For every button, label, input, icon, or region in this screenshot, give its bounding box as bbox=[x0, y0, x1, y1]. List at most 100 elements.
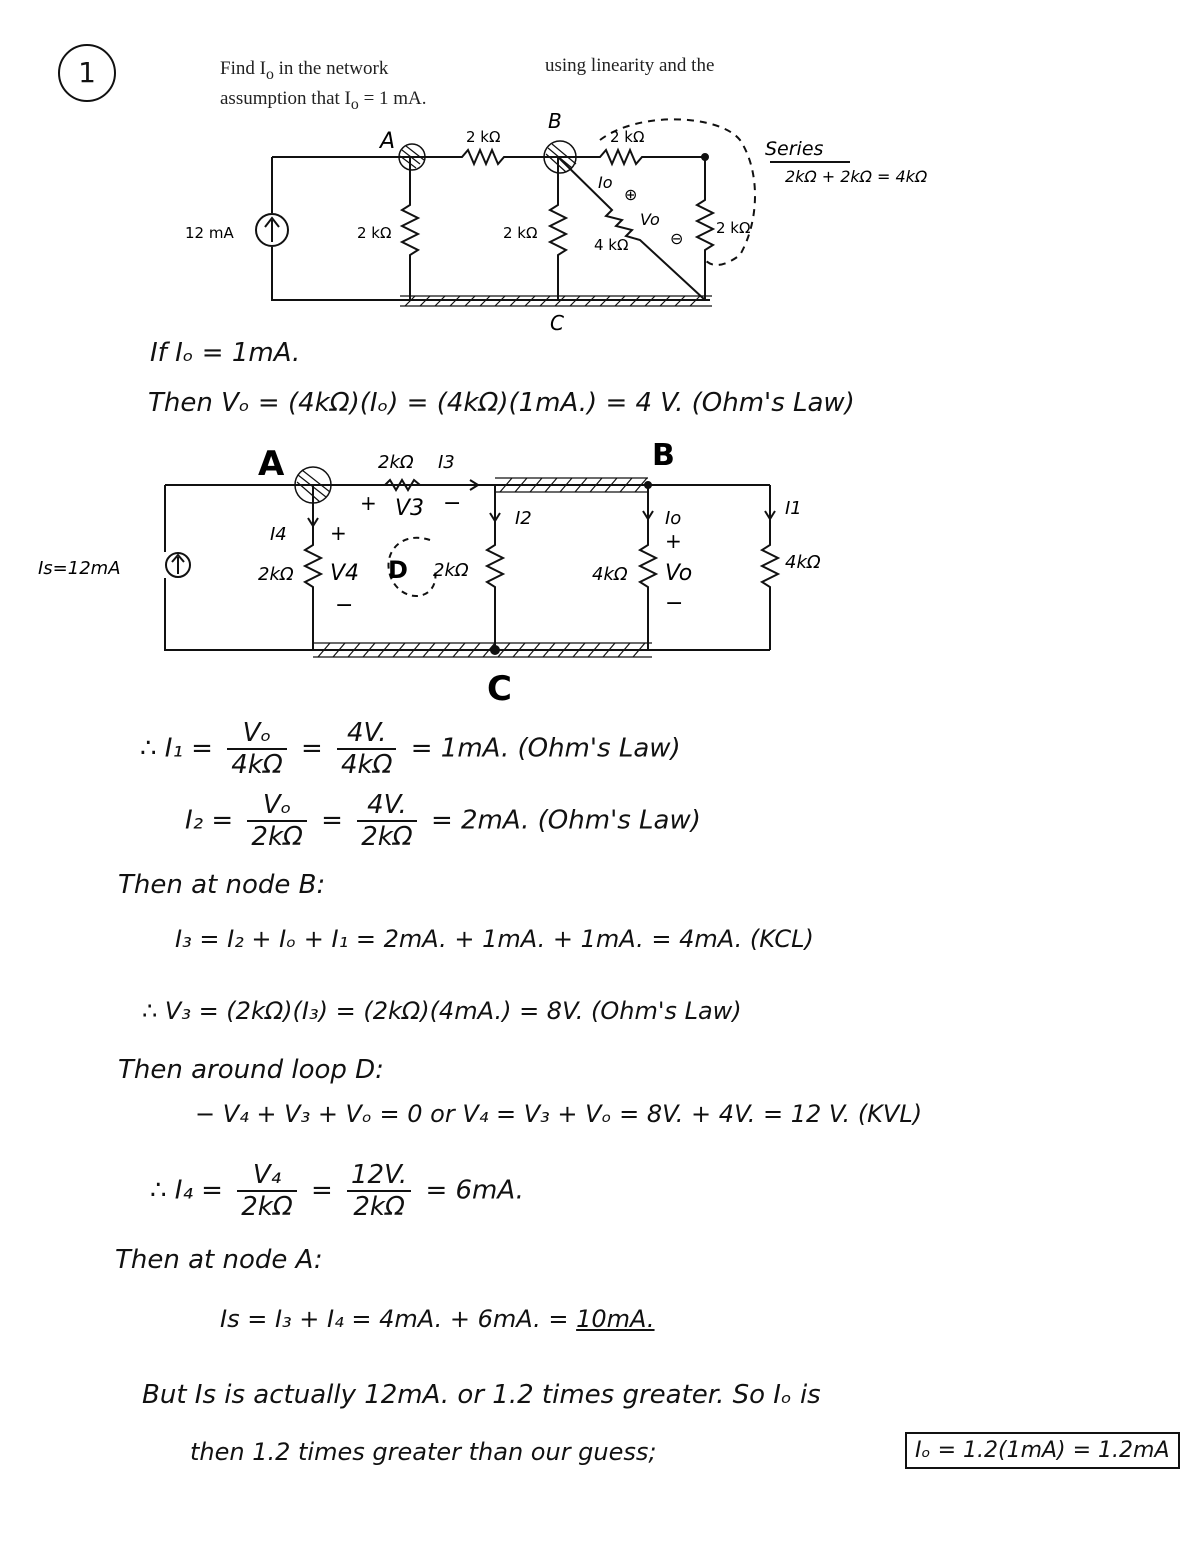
kcl-node-a: Is = I₃ + I₄ = 4mA. + 6mA. = 10mA. bbox=[220, 1305, 655, 1333]
eq-i2-n1: Vₒ bbox=[247, 790, 307, 822]
eq-i1-prefix: ∴ I₁ = bbox=[140, 733, 213, 764]
node-c-label: C bbox=[550, 311, 564, 335]
node-b-label: B bbox=[548, 109, 562, 133]
final-answer-box: Iₒ = 1.2(1mA) = 1.2mA bbox=[905, 1432, 1180, 1469]
eq-i4-result: = 6mA. bbox=[425, 1175, 524, 1206]
problem-sub-o-2: o bbox=[350, 95, 359, 113]
v3-minus: − bbox=[443, 491, 461, 516]
node-b-heading: Then at node B: bbox=[118, 870, 326, 900]
current-arrow-icon-2 bbox=[171, 553, 185, 574]
node-a-hatch bbox=[398, 143, 426, 171]
circuit-diagram-2: A B C Is=12mA 2kΩ I3 + V3 − I4 + 2kΩ V4 … bbox=[38, 438, 821, 709]
eq-i2-result: = 2mA. (Ohm's Law) bbox=[430, 805, 701, 836]
resistor-2k-top bbox=[384, 478, 421, 492]
resistor-2k-ab bbox=[410, 147, 558, 167]
vo2-minus: − bbox=[665, 591, 683, 616]
eq-i4-d2: 2kΩ bbox=[353, 1192, 405, 1222]
problem-line-1: Find Io in the network bbox=[220, 58, 388, 84]
conclusion-line-1: But Is is actually 12mA. or 1.2 times gr… bbox=[142, 1380, 821, 1410]
problem-text-b: in the network bbox=[273, 58, 389, 79]
eq-i1-d1: 4kΩ bbox=[231, 750, 283, 780]
loop-d-dashed bbox=[387, 536, 437, 597]
eq-i2-n2: 4V. bbox=[357, 790, 417, 822]
eq-i1-frac2: 4V.4kΩ bbox=[337, 718, 397, 780]
i3-arrow-icon bbox=[440, 479, 480, 491]
eq-i4-frac2: 12V.2kΩ bbox=[347, 1160, 412, 1222]
resistor-4k-diagonal bbox=[557, 156, 706, 301]
v3-equation: ∴ V₃ = (2kΩ)(I₃) = (2kΩ)(4mA.) = 8V. (Oh… bbox=[142, 997, 742, 1025]
problem-line-1c: using linearity and the bbox=[545, 55, 714, 77]
problem-sub-o: o bbox=[265, 65, 274, 83]
v4-plus: + bbox=[330, 521, 347, 545]
kcl-node-b: I₃ = I₂ + Iₒ + I₁ = 2mA. + 1mA. + 1mA. =… bbox=[175, 925, 814, 953]
r-right-label: 2 kΩ bbox=[716, 219, 750, 237]
i2-arrow-icon bbox=[489, 495, 501, 523]
step-if: If Iₒ = 1mA. bbox=[150, 338, 301, 368]
vo2-label: Vo bbox=[665, 561, 692, 586]
current-source-12ma bbox=[255, 213, 289, 247]
vo2-plus: + bbox=[665, 529, 682, 553]
v3-plus: + bbox=[360, 491, 377, 515]
v4-label: V4 bbox=[330, 561, 359, 586]
eq-i4-d1: 2kΩ bbox=[241, 1192, 293, 1222]
problem-line-2: assumption that Io = 1 mA. bbox=[220, 88, 427, 114]
bottom-wire bbox=[164, 578, 770, 651]
is-label: Is=12mA bbox=[38, 558, 121, 579]
current-arrow-icon bbox=[264, 216, 280, 242]
eq-i4-n2: 12V. bbox=[347, 1160, 412, 1192]
node-a-label: A bbox=[378, 129, 395, 154]
eq-i2-eq: = bbox=[321, 805, 343, 836]
series-dashed-loop bbox=[599, 118, 756, 266]
io2-label: Io bbox=[665, 508, 681, 529]
io-arrow-icon bbox=[642, 495, 654, 521]
eq-i1-n2: 4V. bbox=[337, 718, 397, 750]
resistor-2k-b bbox=[547, 157, 569, 300]
kcl-node-a-left: Is = I₃ + I₄ = 4mA. + 6mA. = bbox=[220, 1305, 577, 1333]
r-a2-label: 2kΩ bbox=[258, 564, 294, 585]
i2-label: I2 bbox=[515, 508, 532, 529]
eq-i2-d2: 2kΩ bbox=[361, 822, 413, 852]
wire-bottom bbox=[271, 247, 710, 301]
node-a2-label: A bbox=[258, 444, 285, 484]
r-right2-label: 4kΩ bbox=[785, 552, 821, 573]
resistor-2k-right bbox=[694, 157, 716, 300]
r-diag-label: 4 kΩ bbox=[594, 236, 628, 254]
resistor-2k-top-right bbox=[558, 147, 705, 167]
vo-plus: ⊕ bbox=[624, 185, 637, 204]
problem-number: 1 bbox=[58, 44, 116, 102]
node-a-heading: Then at node A: bbox=[115, 1245, 323, 1275]
node-a2-hatch bbox=[294, 466, 332, 504]
r-ab-label: 2 kΩ bbox=[466, 128, 500, 146]
i3-label: I3 bbox=[438, 452, 455, 473]
r-mid-label: 2kΩ bbox=[433, 560, 469, 581]
eq-i2-frac2: 4V.2kΩ bbox=[357, 790, 417, 852]
i4-label: I4 bbox=[270, 524, 287, 545]
r-top-right-label: 2 kΩ bbox=[610, 128, 644, 146]
current-source-is bbox=[165, 552, 191, 578]
series-label: Series bbox=[765, 138, 824, 160]
kcl-node-a-result: 10mA. bbox=[576, 1305, 655, 1333]
series-equation: 2kΩ + 2kΩ = 4kΩ bbox=[785, 167, 928, 186]
eq-i1-eq: = bbox=[300, 733, 323, 764]
problem-text-d: assumption that I bbox=[220, 88, 351, 109]
node-c2-label: C bbox=[487, 669, 512, 709]
resistor-4k-right bbox=[759, 485, 781, 650]
r-top2-label: 2kΩ bbox=[378, 452, 414, 473]
problem-text-e: = 1 mA. bbox=[358, 88, 427, 109]
vo-minus: ⊖ bbox=[670, 229, 683, 248]
eq-i4-n1: V₄ bbox=[237, 1160, 297, 1192]
r-a-label: 2 kΩ bbox=[357, 224, 391, 242]
node-b-hatch bbox=[543, 140, 577, 174]
eq-i4-prefix: ∴ I₄ = bbox=[150, 1175, 223, 1206]
kvl-equation: − V₄ + V₃ + Vₒ = 0 or V₄ = V₃ + Vₒ = 8V.… bbox=[195, 1100, 923, 1128]
eq-i1-result: = 1mA. (Ohm's Law) bbox=[410, 733, 681, 764]
problem-text-a: Find I bbox=[220, 58, 266, 79]
eq-i2-d1: 2kΩ bbox=[251, 822, 303, 852]
resistor-4k-b bbox=[637, 485, 659, 650]
io-label: Io bbox=[598, 173, 613, 192]
